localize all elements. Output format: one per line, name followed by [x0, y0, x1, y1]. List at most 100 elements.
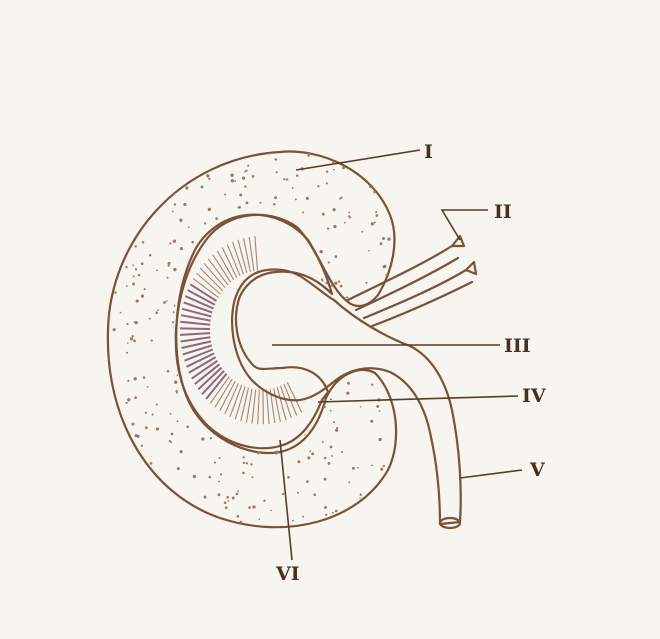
stipple-dot [378, 437, 382, 442]
stipple-dot [126, 351, 129, 354]
stipple-dot [146, 511, 150, 515]
stipple-dot [307, 154, 310, 157]
pyramid-striation [187, 289, 216, 306]
stipple-dot [295, 350, 298, 353]
pyramid-striation [234, 386, 246, 420]
stipple-dot [130, 151, 133, 153]
stipple-dot [258, 354, 262, 358]
stipple-dot [143, 288, 146, 291]
stipple-dot [103, 462, 106, 465]
pyramid-striation [216, 250, 235, 281]
stipple-dot [382, 265, 386, 269]
stipple-dot [163, 300, 166, 304]
stipple-dot [300, 286, 304, 290]
stipple-dot [395, 322, 397, 324]
stipple-dot [224, 193, 227, 196]
stipple-dot [141, 240, 145, 244]
stipple-dot [256, 451, 260, 455]
stipple-dot [216, 147, 218, 149]
stipple-dot [134, 396, 137, 400]
stipple-dot [380, 467, 384, 471]
stipple-dot [173, 203, 177, 206]
stipple-dot [167, 264, 170, 267]
stipple-dot [398, 232, 400, 234]
stipple-dot [200, 185, 204, 189]
stipple-dot [335, 541, 337, 543]
stipple-dot [348, 531, 350, 533]
stipple-dot [299, 429, 302, 432]
stipple-dot [201, 437, 205, 441]
stipple-dot [334, 509, 338, 513]
stipple-dot [321, 212, 325, 216]
stipple-dot [275, 171, 278, 174]
pyramid-striation [226, 244, 241, 277]
cortex-stipple [101, 147, 400, 543]
stipple-dot [222, 416, 226, 419]
stipple-dot [239, 320, 242, 323]
stipple-dot [338, 361, 342, 365]
stipple-dot [257, 250, 261, 253]
stipple-dot [126, 342, 129, 344]
stipple-dot [156, 269, 158, 272]
stipple-dot [224, 506, 228, 510]
ureter-opening [438, 516, 462, 530]
stipple-dot [191, 281, 194, 284]
stipple-dot [129, 511, 133, 516]
stipple-dot [375, 214, 379, 217]
stipple-dot [374, 182, 377, 185]
stipple-dot [238, 205, 241, 209]
stipple-dot [250, 463, 253, 466]
pyramid-striation [184, 295, 214, 310]
stipple-dot [321, 326, 324, 329]
stipple-dot [241, 176, 246, 180]
pyramid-striation [196, 272, 221, 295]
label-ii: II [494, 201, 512, 223]
stipple-dot [337, 280, 341, 283]
stipple-dot [174, 380, 178, 384]
stipple-dot [107, 387, 110, 390]
stipple-dot [176, 467, 180, 471]
stipple-dot [140, 209, 143, 212]
stipple-dot [302, 515, 305, 518]
stipple-dot [101, 446, 103, 448]
stipple-dot [113, 518, 117, 523]
stipple-dot [205, 406, 208, 410]
stipple-dot [129, 337, 134, 341]
stipple-dot [245, 169, 248, 172]
stipple-dot [344, 538, 347, 541]
stipple-dot [297, 340, 300, 343]
stipple-dot [215, 217, 219, 220]
stipple-dot [295, 346, 299, 350]
stipple-dot [245, 261, 248, 264]
stipple-dot [334, 255, 338, 258]
pyramid-striation [276, 387, 287, 421]
stipple-dot [266, 261, 270, 265]
stipple-dot [234, 540, 236, 542]
stipple-dot [203, 495, 207, 499]
stipple-dot [148, 253, 152, 257]
stipple-dot [230, 352, 234, 355]
stipple-dot [379, 532, 381, 534]
stipple-dot [146, 385, 149, 388]
stipple-dot [244, 379, 246, 382]
stipple-dot [109, 157, 113, 161]
pyramid-striation [183, 301, 213, 314]
stipple-dot [288, 292, 291, 295]
stipple-dot [313, 493, 317, 497]
stipple-dot [104, 453, 106, 455]
stipple-dot [125, 173, 129, 177]
stipple-dot [302, 252, 306, 256]
stipple-dot [263, 276, 266, 279]
stipple-dot [320, 278, 324, 282]
stipple-dot [251, 476, 254, 479]
stipple-dot [329, 409, 332, 412]
stipple-dot [138, 215, 142, 219]
stipple-dot [283, 178, 286, 181]
stipple-dot [153, 481, 156, 484]
stipple-dot [223, 342, 227, 346]
stipple-dot [171, 321, 175, 324]
stipple-dot [341, 367, 345, 371]
stipple-dot [393, 346, 395, 350]
